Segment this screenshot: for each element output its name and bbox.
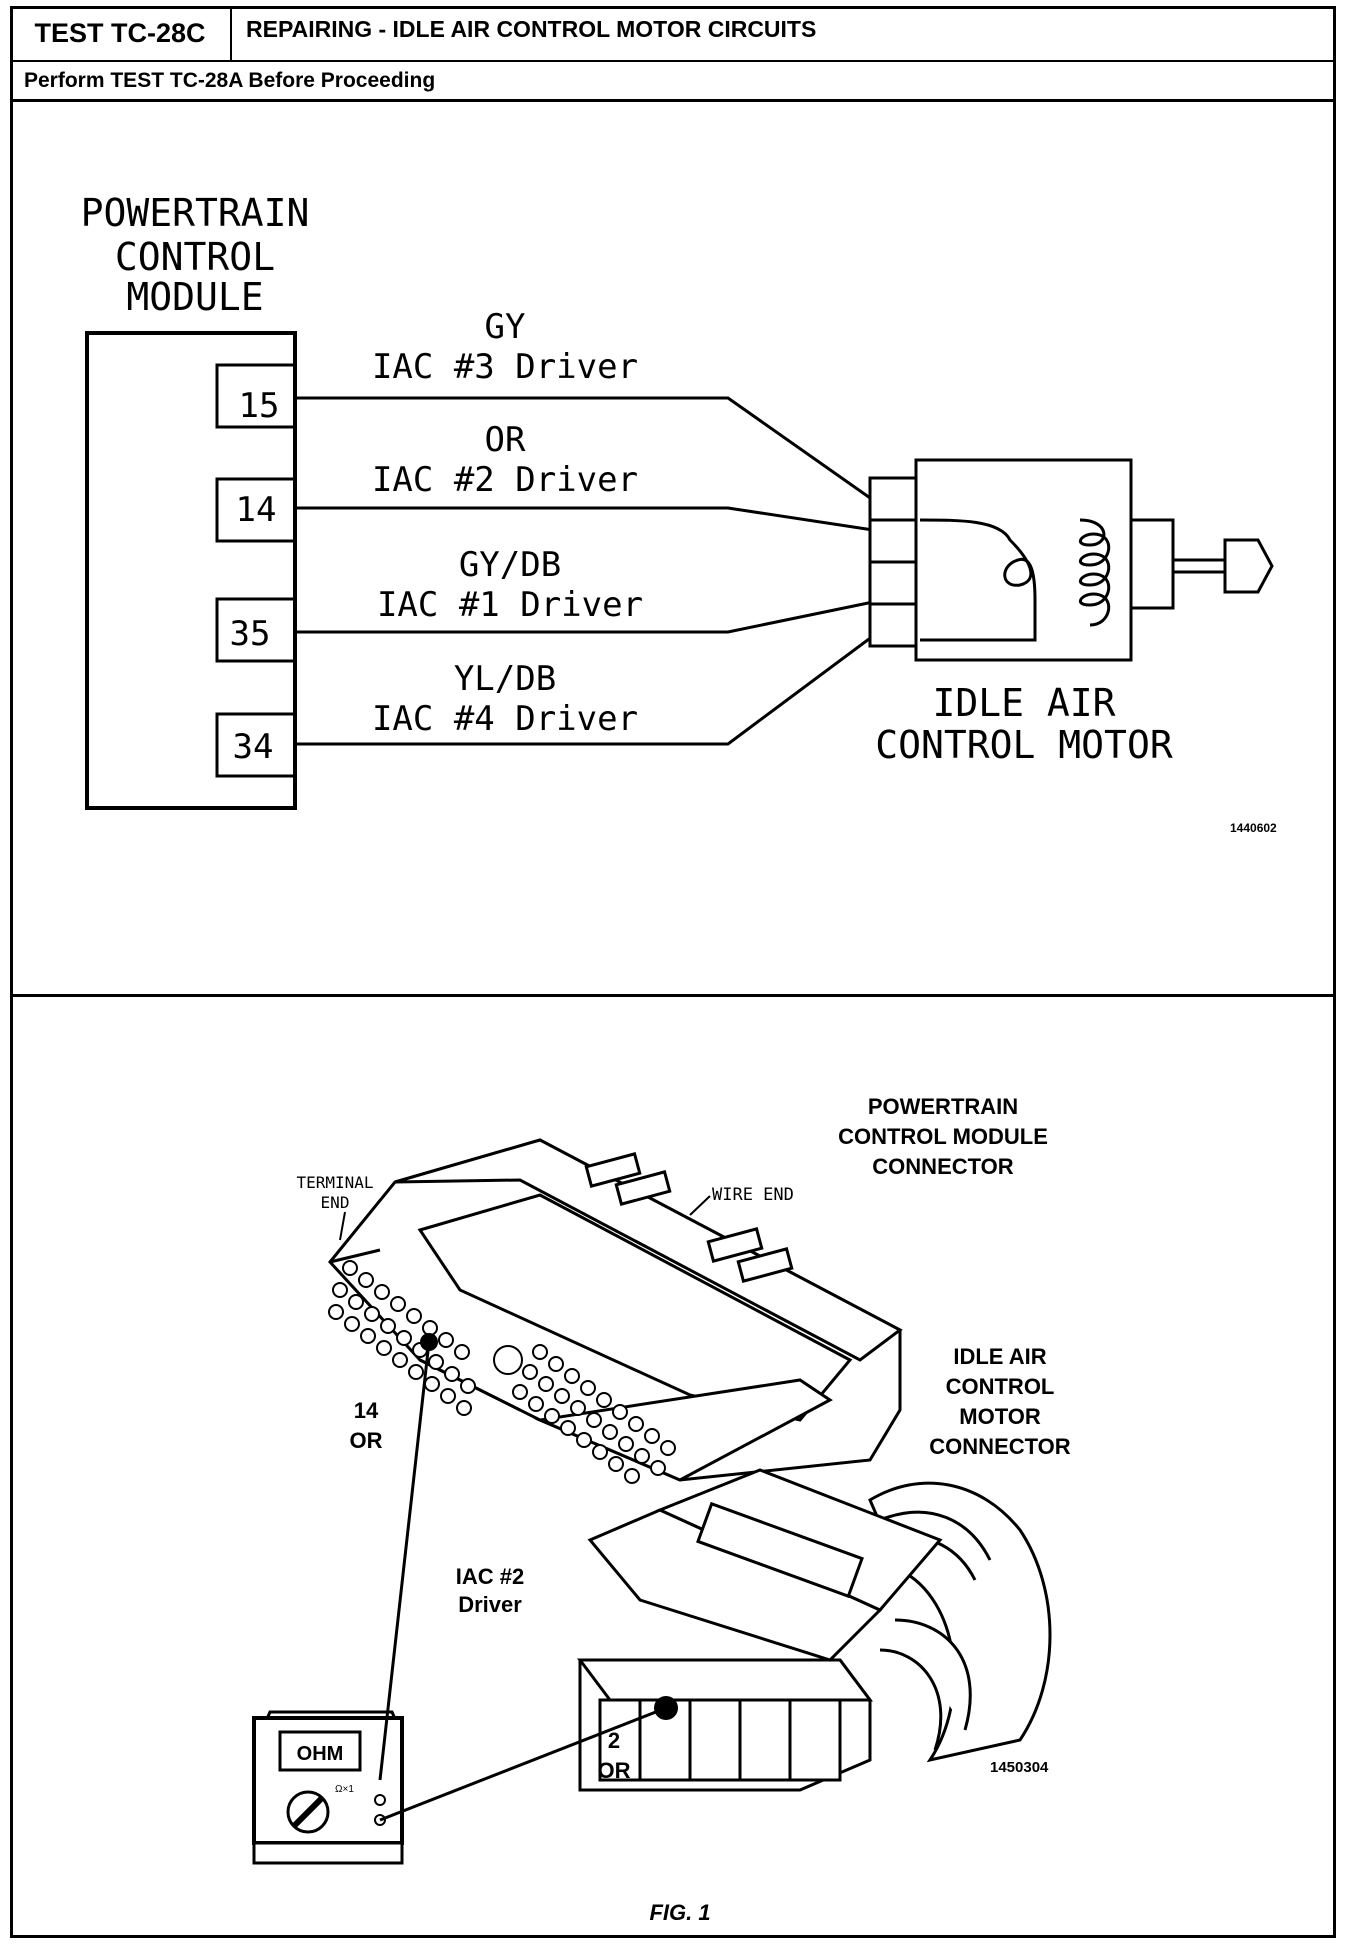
pin-box-15 — [215, 363, 297, 429]
wire-name-iac4: IAC #4 Driver — [372, 699, 638, 739]
wire-iac3 — [295, 396, 874, 502]
pin-box-35 — [215, 597, 297, 663]
wire-iac1 — [295, 600, 874, 634]
iac-connector-label-2: CONTROL — [946, 1374, 1055, 1399]
pintle-icon — [1223, 538, 1274, 594]
iac-connector-label-4: CONNECTOR — [929, 1434, 1070, 1459]
pcm-connector-label-3: CONNECTOR — [872, 1154, 1013, 1179]
wire-name-iac3: IAC #3 Driver — [372, 347, 638, 387]
wire-name-iac1: IAC #1 Driver — [377, 585, 643, 625]
pin-34-label: 34 — [233, 727, 274, 767]
illustration-ref-number: 1450304 — [990, 1759, 1049, 1776]
pcm-label-3: MODULE — [126, 275, 263, 319]
motor-connector — [868, 476, 918, 648]
wire-color-gy: GY — [485, 307, 526, 347]
pin-14-label: 14 — [236, 490, 277, 530]
pin2-number-label: 2 — [608, 1728, 620, 1753]
pcm-terminal-holes — [328, 1260, 676, 1484]
pcm-label-1: POWERTRAIN — [81, 191, 310, 235]
pcm-box — [85, 331, 297, 810]
probe-lead-pin2 — [379, 1706, 667, 1822]
pcm-connector-label-2: CONTROL MODULE — [838, 1124, 1048, 1149]
iac-connector-label-1: IDLE AIR — [953, 1344, 1046, 1369]
iac2-label-2: Driver — [458, 1592, 522, 1617]
meter-jack-icon — [374, 1794, 386, 1806]
pcm-connector — [328, 1138, 903, 1482]
pin-box-14 — [215, 477, 297, 543]
motor-label-2: CONTROL MOTOR — [875, 723, 1173, 767]
prerequisite-row: Perform TEST TC-28A Before Proceeding — [10, 62, 1336, 102]
page-frame — [10, 6, 1336, 1938]
iac2-label-1: IAC #2 — [456, 1564, 524, 1589]
iac-connector-label-3: MOTOR — [959, 1404, 1041, 1429]
wire-iac4 — [295, 634, 874, 746]
pin2-color-label: OR — [598, 1758, 631, 1783]
probe-lead-pin14 — [378, 1341, 431, 1781]
motor-label-1: IDLE AIR — [932, 681, 1115, 725]
wire-end-label: WIRE END — [712, 1185, 794, 1205]
meter-display-text: OHM — [297, 1743, 344, 1765]
connector-illustration: POWERTRAIN CONTROL MODULE CONNECTOR TERM… — [252, 1094, 1071, 1865]
pin14-number-label: 14 — [354, 1398, 379, 1423]
pcm-connector-latch — [584, 1152, 794, 1283]
figure-caption: FIG. 1 — [649, 1900, 711, 1925]
terminal-end-label-1: TERMINAL — [296, 1173, 373, 1192]
ohmmeter: OHM Ω×1 — [252, 1710, 404, 1865]
header-row: TEST TC-28C REPAIRING - IDLE AIR CONTROL… — [10, 6, 1336, 62]
section-divider — [10, 994, 1336, 997]
pcm-connector-label-1: POWERTRAIN — [868, 1094, 1018, 1119]
motor-plunger-housing — [1129, 518, 1175, 610]
iac-motor-connector — [577, 1468, 1052, 1792]
wire-color-yldb: YL/DB — [454, 659, 556, 699]
meter-display — [278, 1730, 362, 1772]
pin-35-label: 35 — [230, 614, 271, 654]
wire-color-gydb: GY/DB — [459, 545, 561, 585]
meter-range-label: Ω×1 — [335, 1784, 354, 1795]
wire-iac2 — [295, 506, 874, 532]
terminal-end-label-2: END — [321, 1193, 350, 1212]
test-id: TEST TC-28C — [10, 6, 232, 60]
page-title: REPAIRING - IDLE AIR CONTROL MOTOR CIRCU… — [246, 16, 817, 42]
wire-color-or: OR — [485, 420, 526, 460]
pin-15-label: 15 — [239, 386, 280, 426]
wiring-schematic: POWERTRAIN CONTROL MODULE 15 14 35 34 GY… — [81, 191, 1277, 835]
motor-coil-icon — [919, 518, 1111, 642]
pin14-color-label: OR — [350, 1428, 383, 1453]
wire-name-iac2: IAC #2 Driver — [372, 460, 638, 500]
pcm-label-2: CONTROL — [115, 235, 275, 279]
prerequisite-text: Perform TEST TC-28A Before Proceeding — [24, 69, 436, 92]
schematic-ref-number: 1440602 — [1230, 821, 1277, 835]
